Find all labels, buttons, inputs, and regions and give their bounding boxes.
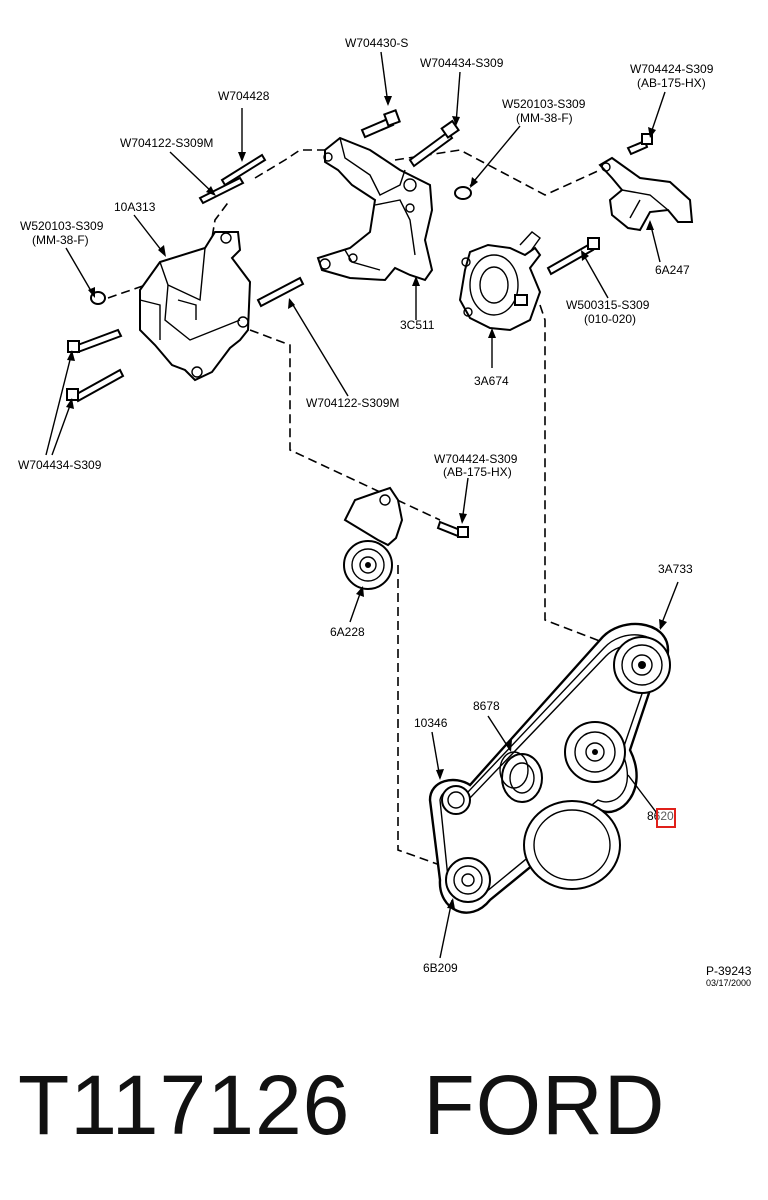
callout-w704434-s309-left: W704434-S309	[18, 458, 102, 472]
pulley-large	[523, 800, 621, 890]
callout-w704424-s309-mid-spec: (AB-175-HX)	[443, 465, 512, 479]
callout-w704428: W704428	[218, 89, 270, 103]
callout-w520103-s309-left-spec: (MM-38-F)	[32, 233, 89, 247]
callout-3a674: 3A674	[474, 374, 509, 388]
callout-w704434-s309-top: W704434-S309	[420, 56, 504, 70]
callout-w704424-s309-top-spec: (AB-175-HX)	[637, 76, 706, 90]
callout-w520103-s309-mid: W520103-S309	[502, 97, 586, 111]
pulley-3a733	[613, 636, 671, 694]
callout-8678: 8678	[473, 699, 500, 713]
callout-6a228: 6A228	[330, 625, 365, 639]
callout-w500315-s309: W500315-S309	[566, 298, 650, 312]
leader-lines	[45, 51, 679, 959]
exploded-parts-diagram: W704430-S W704434-S309 W704424-S309 (AB-…	[18, 36, 752, 988]
callout-w704122-s309m-top: W704122-S309M	[120, 136, 213, 150]
reference-date: 03/17/2000	[706, 978, 751, 988]
callout-10346: 10346	[414, 716, 448, 730]
tensioner-6a228	[343, 486, 404, 590]
callout-w704430-s: W704430-S	[345, 36, 408, 50]
bolts	[66, 109, 653, 538]
callout-w704122-s309m-bottom: W704122-S309M	[306, 396, 399, 410]
callout-labels: W704430-S W704434-S309 W704424-S309 (AB-…	[18, 36, 752, 988]
power-steering-pump-3a674	[458, 231, 542, 332]
arrowheads	[66, 96, 667, 909]
reference-code: P-39243	[706, 964, 752, 978]
callout-10a313: 10A313	[114, 200, 156, 214]
callout-3a733: 3A733	[658, 562, 693, 576]
callout-3c511: 3C511	[400, 318, 435, 332]
callout-w704424-s309-mid: W704424-S309	[434, 452, 518, 466]
callout-6a247: 6A247	[655, 263, 690, 277]
pulley-10346	[441, 785, 471, 815]
callout-w520103-s309-left: W520103-S309	[20, 219, 104, 233]
callout-w520103-s309-mid-spec: (MM-38-F)	[516, 111, 573, 125]
callout-8620: 8620	[647, 809, 674, 823]
pulley-6b209	[445, 857, 491, 903]
pulley-crank	[564, 721, 626, 783]
pulley-8678	[499, 751, 543, 803]
bracket-6a247	[598, 156, 694, 232]
highlight-box-8620	[656, 808, 676, 828]
callout-w704424-s309-top: W704424-S309	[630, 62, 714, 76]
callout-w500315-s309-spec: (010-020)	[584, 312, 636, 326]
bracket-10a313	[139, 231, 252, 382]
bracket-3c511	[316, 136, 434, 282]
callout-6b209: 6B209	[423, 961, 458, 975]
part-number-footer: T117126 FORD	[18, 1058, 666, 1152]
